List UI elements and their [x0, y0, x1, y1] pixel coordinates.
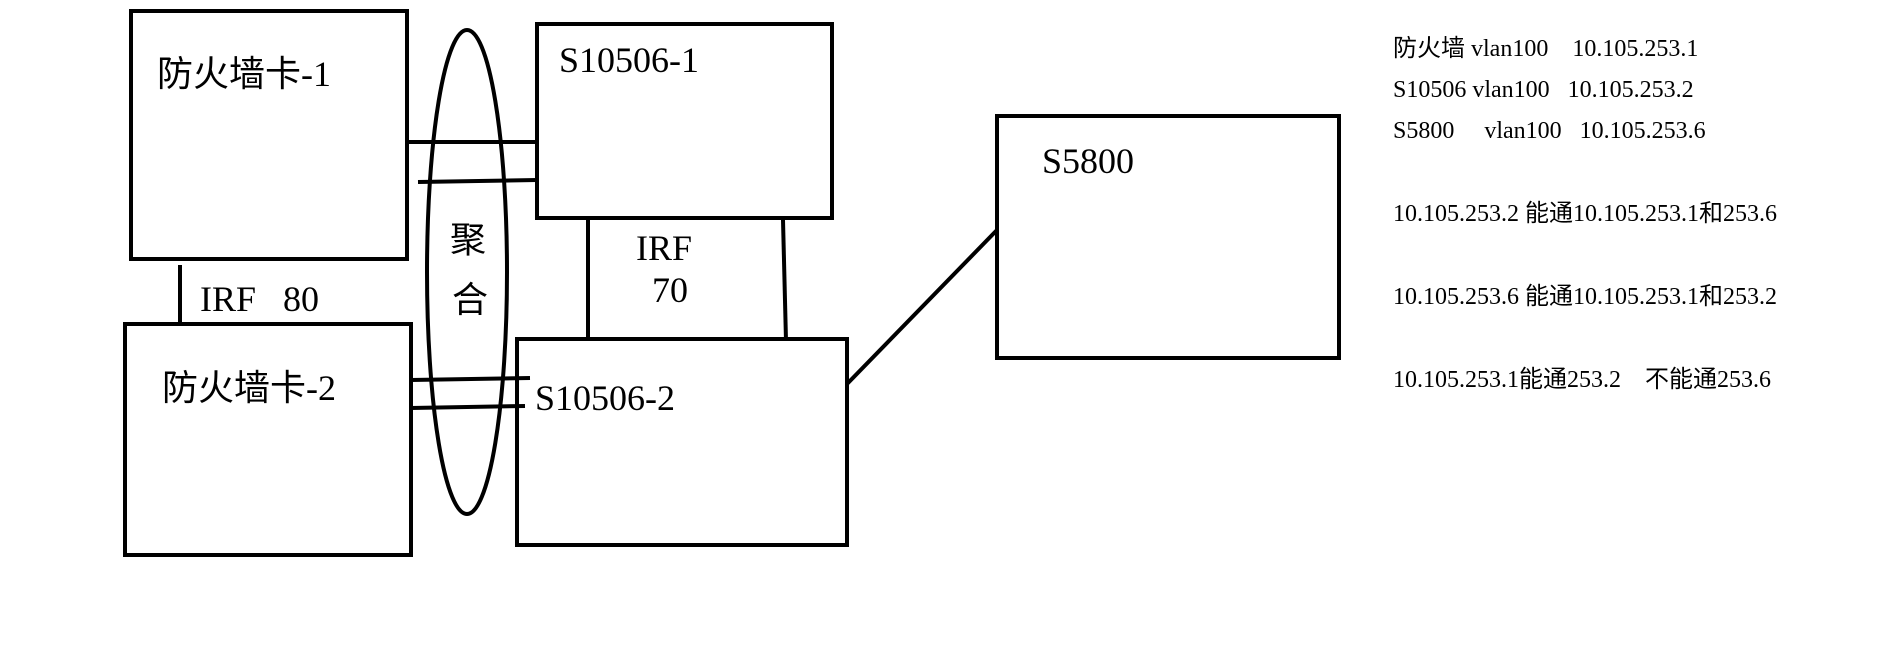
note-s5800-vlan: S5800 vlan100 10.105.253.6	[1393, 118, 1706, 144]
note-reachability-253-1: 10.105.253.1能通253.2 不能通253.6	[1393, 366, 1771, 393]
uplink-sw2-s5800	[845, 228, 999, 386]
s10506-1-label: S10506-1	[559, 40, 699, 80]
firewall-card-2-label: 防火墙卡-2	[162, 368, 336, 408]
irf80-label: IRF 80	[200, 279, 319, 319]
irf70-link-right	[781, 219, 788, 342]
link-fw2-sw2-a	[410, 376, 531, 382]
firewall-card-2-box	[123, 322, 413, 557]
link-fw1-sw1-b	[417, 178, 538, 184]
s5800-label: S5800	[1042, 141, 1134, 181]
aggregation-label-line2: 合	[452, 280, 488, 320]
aggregation-ellipse	[425, 28, 509, 516]
s10506-2-box	[515, 337, 849, 547]
note-firewall-vlan: 防火墙 vlan100 10.105.253.1	[1393, 35, 1698, 62]
note-s10506-vlan: S10506 vlan100 10.105.253.2	[1393, 77, 1694, 103]
firewall-card-1-label: 防火墙卡-1	[157, 54, 331, 94]
irf70-label-line1: IRF	[636, 228, 692, 268]
s5800-box	[995, 114, 1341, 360]
note-reachability-253-2: 10.105.253.2 能通10.105.253.1和253.6	[1393, 200, 1777, 227]
note-reachability-253-6: 10.105.253.6 能通10.105.253.1和253.2	[1393, 283, 1777, 310]
firewall-card-1-box	[129, 9, 409, 261]
irf70-label-line2: 70	[652, 270, 688, 310]
aggregation-label-line1: 聚	[450, 220, 486, 260]
link-fw2-sw2-b	[410, 404, 526, 410]
s10506-2-label: S10506-2	[535, 378, 675, 418]
s10506-1-box	[535, 22, 834, 220]
